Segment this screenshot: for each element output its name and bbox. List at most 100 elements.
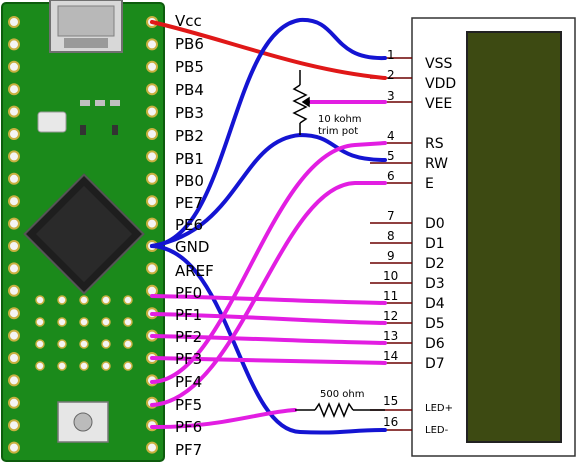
lcd-pin-label: D5 — [425, 316, 445, 332]
pin-hole — [57, 339, 67, 349]
lcd-pin-label: D3 — [425, 276, 445, 292]
lcd-pin-number: 8 — [387, 229, 395, 243]
lcd-screen — [466, 31, 562, 443]
pf5-wire-to-e — [150, 181, 387, 407]
pin-hole — [8, 128, 20, 140]
pin-hole — [79, 361, 89, 371]
resistor — [295, 402, 385, 418]
pin-hole — [8, 240, 20, 252]
pin-hole — [35, 339, 45, 349]
pin-hole — [8, 352, 20, 364]
pin-hole — [57, 361, 67, 371]
pin-hole — [8, 195, 20, 208]
pin-hole — [146, 60, 158, 73]
lcd-pin-number: 15 — [383, 394, 399, 408]
pin-hole — [79, 339, 89, 349]
lcd-pin-number: 13 — [383, 329, 399, 343]
lcd-pin-label: RS — [425, 136, 444, 152]
pin-hole — [8, 172, 20, 185]
lcd-pin-number: 9 — [387, 249, 395, 263]
pin-hole — [146, 172, 158, 185]
pin-label-gnd: GND — [175, 238, 210, 256]
pin-hole — [8, 419, 20, 432]
pin-hole — [8, 307, 20, 320]
pin-hole — [35, 317, 45, 327]
lcd-pin-number: 1 — [387, 48, 395, 62]
lcd-pin-number: 5 — [387, 149, 395, 163]
pin-hole — [8, 83, 20, 96]
pin-label-pb4: PB4 — [175, 81, 204, 99]
pin-label-pf5: PF5 — [175, 396, 203, 414]
pin-hole — [79, 317, 89, 327]
lcd-module — [411, 17, 576, 457]
pin-label-pe6: PE6 — [175, 216, 204, 234]
pin-hole — [101, 317, 111, 327]
pin-label-pb1: PB1 — [175, 150, 204, 168]
pin-hole — [123, 361, 133, 371]
pin-hole — [101, 361, 111, 371]
microcontroller-chip — [23, 173, 145, 295]
pin-label-aref: AREF — [175, 262, 214, 280]
pin-hole — [8, 105, 20, 118]
pin-hole — [35, 295, 45, 305]
pin-hole — [146, 262, 158, 275]
lcd-pin-number: 11 — [383, 289, 399, 303]
pin-hole — [8, 38, 20, 51]
lcd-pin-label: RW — [425, 156, 449, 172]
pin-label-pf6: PF6 — [175, 418, 203, 436]
pin-label-pf4: PF4 — [175, 373, 203, 391]
pin-hole — [57, 317, 67, 327]
pf6-wire-to-resistor — [150, 408, 297, 430]
pin-hole — [8, 60, 20, 73]
lcd-pin-number: 3 — [387, 89, 395, 103]
lcd-pin-label: D2 — [425, 256, 445, 272]
pin-hole — [146, 105, 158, 118]
pin-hole — [123, 339, 133, 349]
pin-hole — [8, 16, 20, 28]
lcd-pin-number: 10 — [383, 269, 399, 283]
pin-hole — [8, 329, 20, 342]
pf3-wire-to-d7 — [150, 356, 387, 365]
lcd-pin-number: 6 — [387, 169, 395, 183]
pin-hole — [146, 83, 158, 96]
lcd-pin-label: LED+ — [425, 403, 453, 414]
pin-hole — [8, 284, 20, 297]
pf1-wire-to-d5 — [150, 312, 387, 325]
lcd-pin-label: D1 — [425, 236, 445, 252]
pin-hole — [8, 374, 20, 387]
lcd-pin-number: 14 — [383, 349, 399, 363]
lcd-pin-label: E — [425, 176, 434, 192]
pin-label-pe7: PE7 — [175, 194, 204, 212]
pin-hole — [8, 217, 20, 230]
pin-hole — [8, 150, 20, 163]
teensy-board — [1, 0, 165, 462]
pin-hole — [146, 217, 158, 230]
pin-hole — [79, 295, 89, 305]
pin-label-pb0: PB0 — [175, 172, 204, 190]
lcd-pin-label: D0 — [425, 216, 445, 232]
pin-hole — [146, 150, 158, 163]
gnd-wire-to-vss — [150, 17, 387, 248]
trimpot-label: trim pot — [318, 126, 359, 137]
pin-label-vcc: Vcc — [175, 12, 202, 30]
lcd-pin-label: VEE — [425, 96, 453, 112]
lcd-pin-label: LED- — [425, 425, 449, 436]
pin-label-pb5: PB5 — [175, 58, 204, 76]
pin-hole — [35, 361, 45, 371]
lcd-pin-label: VDD — [425, 76, 457, 92]
lcd-pin-number: 16 — [383, 415, 399, 429]
lcd-pin-number: 7 — [387, 209, 395, 223]
lcd-pin-label: D7 — [425, 356, 445, 372]
pin-hole — [8, 262, 20, 275]
lcd-pin-number: 2 — [387, 68, 395, 82]
gnd-wire-to-rw — [150, 132, 387, 248]
pin-label-pf1: PF1 — [175, 306, 203, 324]
pin-hole — [146, 441, 158, 454]
pin-label-pf2: PF2 — [175, 328, 203, 346]
trimpot-label: 10 kohm — [318, 114, 362, 125]
pin-hole — [101, 339, 111, 349]
crystal — [37, 111, 67, 133]
pin-label-pf3: PF3 — [175, 350, 203, 368]
resistor-label: 500 ohm — [320, 389, 365, 400]
pin-hole — [123, 317, 133, 327]
